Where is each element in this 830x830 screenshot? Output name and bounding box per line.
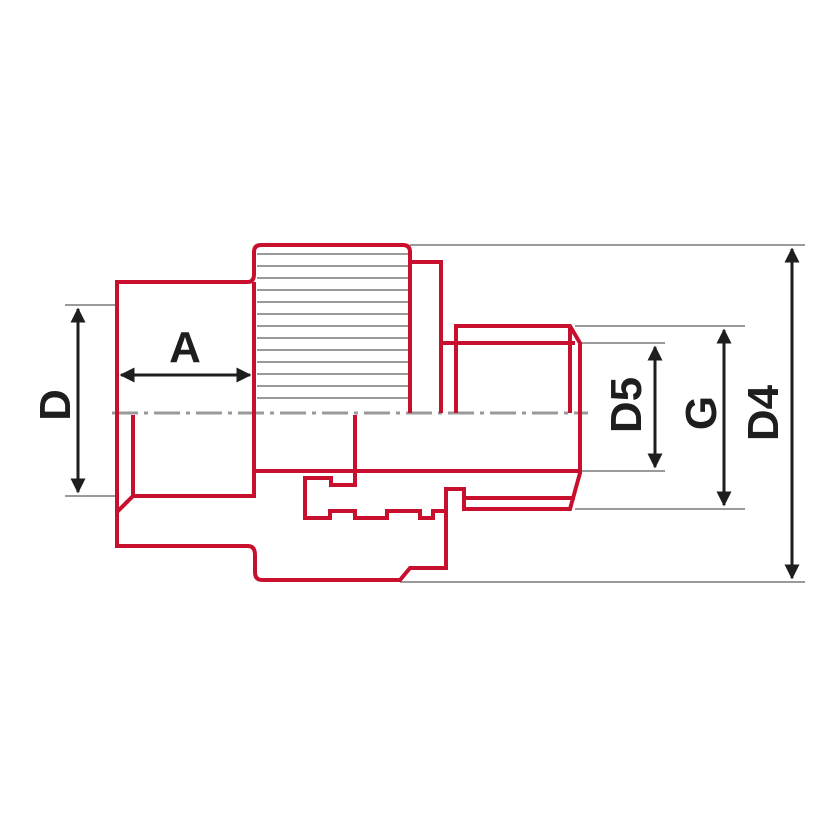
extension-lines [65,244,805,583]
label-d: D [31,389,80,421]
label-a: A [169,323,201,372]
label-d5: D5 [602,377,651,433]
thread-hatching [257,253,408,399]
label-g: G [677,396,726,430]
label-d4: D4 [739,384,788,441]
fitting-outline [115,243,582,582]
